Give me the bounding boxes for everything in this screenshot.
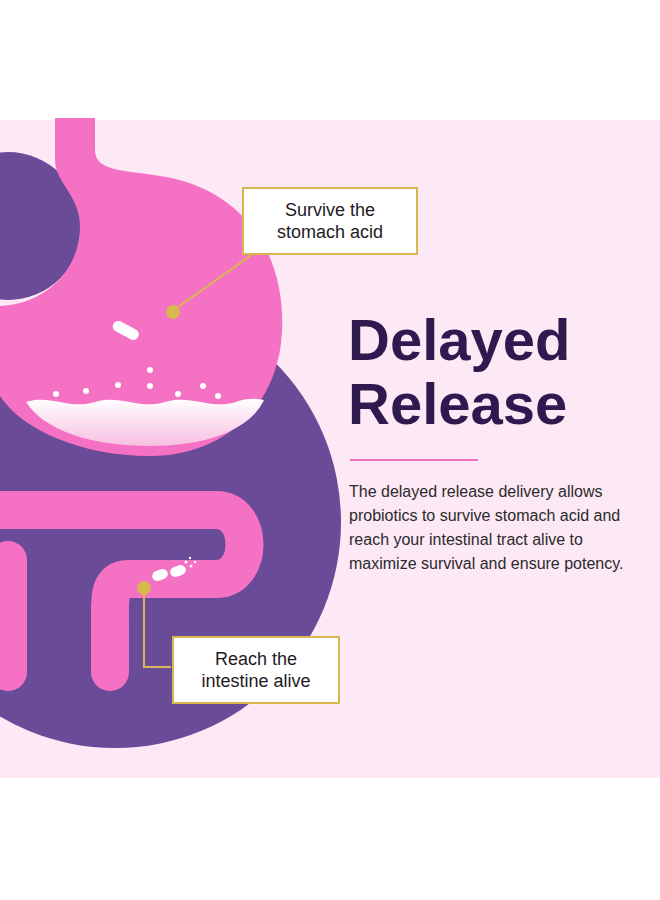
callout-box: Survive the stomach acid (242, 187, 418, 255)
stomach-shape (0, 118, 282, 456)
acid-bubbles (53, 367, 221, 399)
diagram-title: Delayed Release (348, 308, 648, 436)
capsule (111, 319, 141, 342)
description-text: The delayed release delivery allows prob… (349, 480, 637, 576)
open-capsule (151, 557, 196, 583)
callout-text: Survive the stomach acid (256, 199, 404, 243)
stomach-acid (26, 399, 264, 446)
callout-box: Reach the intestine alive (172, 636, 340, 704)
callout-dot (137, 581, 151, 595)
callout-dot (166, 305, 180, 319)
title-rule (350, 459, 478, 461)
leader-lines (144, 251, 257, 667)
callout-text: Reach the intestine alive (186, 648, 326, 692)
